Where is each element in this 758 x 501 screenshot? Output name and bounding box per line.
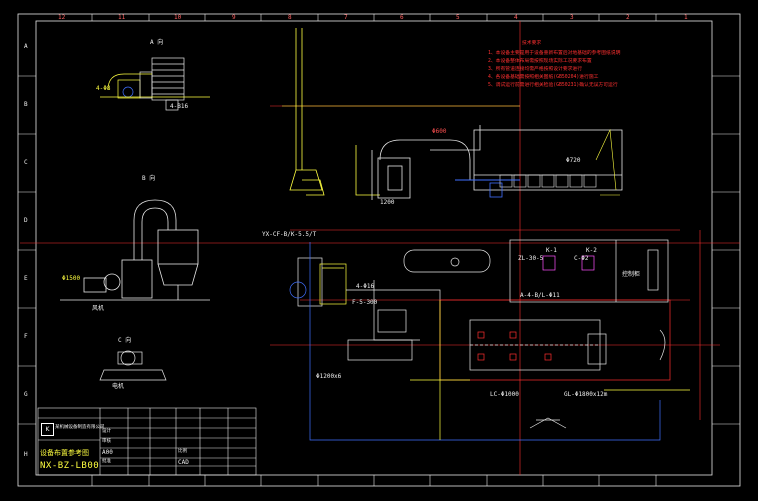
- zone-ticks: [18, 14, 740, 486]
- chimney-elevation: [289, 28, 623, 200]
- annotation-bottom-fan: 风机: [92, 305, 105, 312]
- annotation-collector: YX-CF-B/K-5.5/T: [262, 231, 317, 238]
- zone-label-side-e: E: [24, 275, 28, 282]
- zone-label-side-c: C: [24, 159, 28, 166]
- company-name: 某机械设备制造有限公司: [55, 425, 105, 430]
- annotation-chimney: Φ600: [432, 128, 447, 135]
- technical-note-3: 3、所有管道连接均需严格按照设计要求进行: [488, 67, 583, 72]
- zone-label-side-g: G: [24, 391, 28, 398]
- technical-note-5: 5、调试运行前需进行相关检验(GB50231)确认无误方可运行: [488, 83, 618, 88]
- annotation-base: 1200: [380, 199, 395, 206]
- technical-note-4: 4、各设备基础需按照相关图纸(GB50204)进行施工: [488, 75, 599, 80]
- zone-label-top-12: 12: [58, 14, 66, 21]
- annotation-pipe: Φ720: [566, 157, 581, 164]
- pump-detail: [99, 350, 167, 381]
- annotation-motor: 4-Φ16: [356, 283, 375, 290]
- title-block: [37, 407, 257, 476]
- zone-label-top-2: 2: [626, 14, 630, 21]
- zone-label-side-d: D: [24, 217, 28, 224]
- section-lines: [20, 21, 740, 475]
- zone-label-top-10: 10: [174, 14, 182, 21]
- annotation-kiln: GL-Φ1800x12m: [564, 391, 608, 398]
- zone-label-top-5: 5: [456, 14, 460, 21]
- zone-label-side-a: A: [24, 43, 28, 50]
- annotation-control: 控制柜: [622, 271, 641, 278]
- fan-assembly-top: [100, 57, 210, 111]
- technical-notes-title: 技术要求: [522, 41, 542, 46]
- zone-label-top-9: 9: [232, 14, 236, 21]
- plan-view: [289, 239, 690, 441]
- annotation-cabinet2: K-2: [586, 247, 597, 254]
- drawing-title: 设备布置参考图: [40, 449, 89, 457]
- title-row-cad: CAD: [178, 459, 189, 466]
- annotation-cabinet1: K-1: [546, 247, 557, 254]
- zone-label-top-6: 6: [400, 14, 404, 21]
- annotation-dryer: Φ1200x6: [316, 373, 342, 380]
- title-row-scale: 比例: [178, 449, 187, 454]
- zone-label-top-11: 11: [118, 14, 126, 21]
- annotation-conveyor: LC-Φ1000: [490, 391, 519, 398]
- title-row-approve: 批准: [102, 459, 111, 464]
- annotation-pump: 4-B16: [170, 103, 189, 110]
- drawing-frame: [17, 13, 741, 487]
- zone-label-top-8: 8: [288, 14, 292, 21]
- technical-notes: 技术要求 1、本设备主要是用于设备重新布置后对地基础的参考图纸说明 2、本设备整…: [488, 40, 620, 90]
- scrubber-elevation: [60, 199, 210, 301]
- title-row-a00: A00: [102, 449, 113, 456]
- zone-label-top-4: 4: [514, 14, 518, 21]
- zone-label-top-3: 3: [570, 14, 574, 21]
- annotation-top-left: 4-Φ8: [96, 85, 111, 92]
- view-a-label: A 向: [150, 39, 164, 46]
- company-logo: K: [41, 423, 54, 436]
- zone-label-side-b: B: [24, 101, 28, 108]
- drawing-code: NX-BZ-LB00: [40, 461, 100, 471]
- title-row-review: 审核: [102, 439, 111, 444]
- annotation-fan-left: Φ1500: [62, 275, 81, 282]
- view-b-label: B 向: [142, 175, 156, 182]
- zone-label-side-h: H: [24, 451, 28, 458]
- kiln-elevation-boxes: [282, 105, 620, 196]
- annotation-tank: ZL-30-5: [518, 255, 544, 262]
- zone-label-top-1: 1: [684, 14, 688, 21]
- zone-label-side-f: F: [24, 333, 28, 340]
- annotation-burner: F-5-300: [352, 299, 378, 306]
- technical-note-2: 2、本设备整体布局需按照现场实际工况要求布置: [488, 59, 592, 64]
- view-c-label: C 向: [118, 337, 132, 344]
- technical-note-1: 1、本设备主要是用于设备重新布置后对地基础的参考图纸说明: [488, 51, 621, 56]
- annotation-fan-flow: A-4-B/L-Φ11: [520, 292, 560, 299]
- title-row-design: 设计: [102, 429, 111, 434]
- annotation-motor2: 电机: [112, 383, 125, 390]
- annotation-cyclone: C-Φ2: [574, 255, 589, 262]
- zone-label-top-7: 7: [344, 14, 348, 21]
